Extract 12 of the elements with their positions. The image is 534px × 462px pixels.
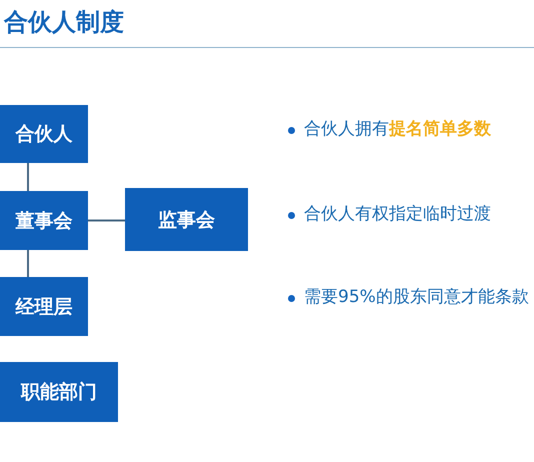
bullet-text: 需要95%的股东同意才能条款: [288, 286, 534, 309]
bullet-text: 合伙人有权指定临时过渡: [288, 203, 534, 226]
connector-line: [88, 220, 125, 222]
slide-title: 合伙人制度: [4, 7, 124, 38]
org-box: 经理层: [0, 277, 88, 336]
org-box: 职能部门: [0, 362, 118, 422]
org-box: 监事会: [125, 188, 248, 251]
connector-line: [27, 163, 29, 191]
connector-line: [27, 250, 29, 277]
org-box: 董事会: [0, 191, 88, 250]
org-box: 合伙人: [0, 105, 88, 163]
bullet-text: 合伙人拥有提名简单多数: [288, 118, 534, 141]
